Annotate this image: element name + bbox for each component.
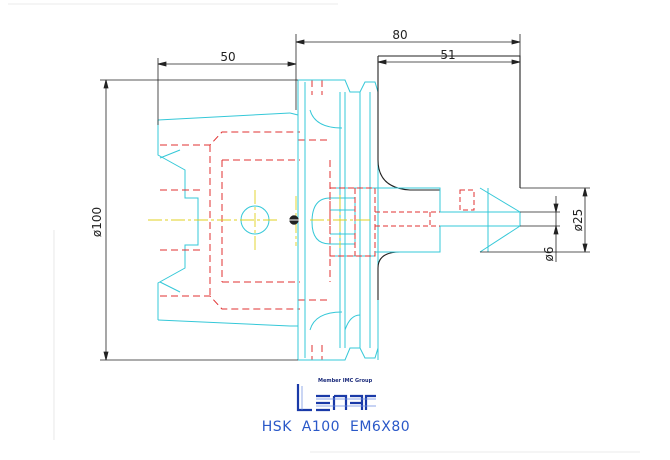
shank-outline bbox=[377, 55, 521, 300]
centerlines bbox=[148, 190, 372, 250]
dim-shank-length: 51 bbox=[440, 48, 455, 62]
shank-hidden-lines bbox=[375, 189, 475, 227]
shank-cyan-outline bbox=[375, 187, 521, 253]
dim-bore-diameter: ø6 bbox=[542, 247, 556, 262]
bore-hidden-lines bbox=[329, 187, 376, 257]
dimension-lines bbox=[100, 34, 590, 361]
logo-tagline: Member IMC Group bbox=[318, 378, 373, 384]
sheet-frame bbox=[8, 3, 640, 453]
iscar-logo-mark bbox=[296, 384, 376, 412]
drawing-title: HSK A100 EM6X80 bbox=[262, 419, 410, 435]
iscar-logo: Member IMC Group bbox=[296, 378, 376, 412]
taper-hidden-lines bbox=[160, 80, 331, 360]
bore-cross-hole bbox=[311, 187, 375, 257]
dim-shank-diameter: ø25 bbox=[571, 209, 585, 232]
dim-flange-diameter: ø100 bbox=[90, 207, 104, 237]
dim-overall-length: 80 bbox=[392, 28, 407, 42]
hsk-taper-outline bbox=[157, 112, 299, 327]
dim-taper-length: 50 bbox=[220, 50, 235, 64]
